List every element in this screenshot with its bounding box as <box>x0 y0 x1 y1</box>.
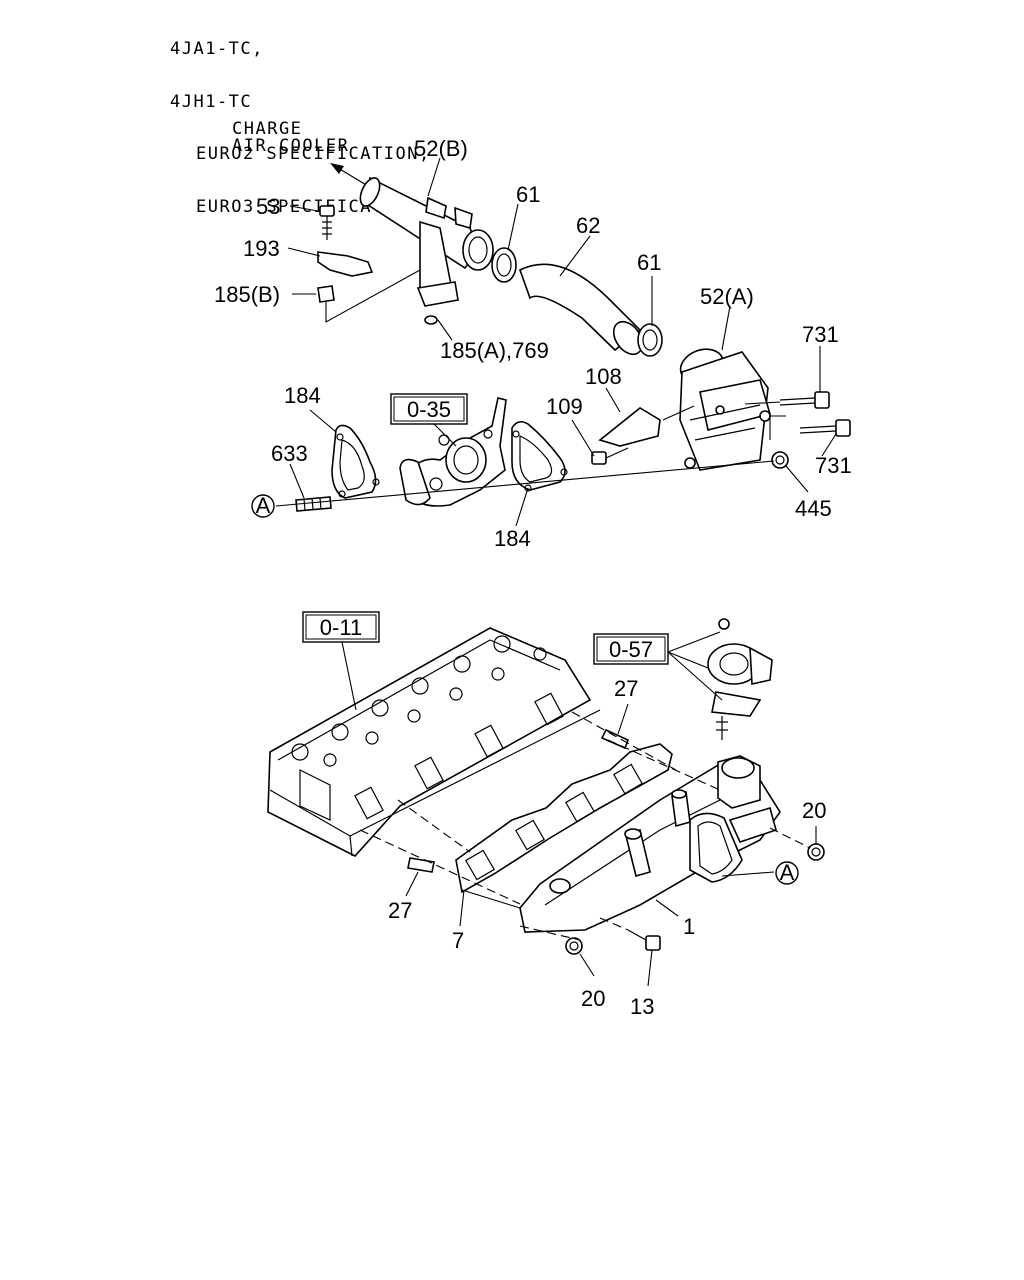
callout-1: 1 <box>683 914 695 939</box>
bolt-109-part <box>591 447 629 465</box>
callout-27-upper: 27 <box>614 676 638 701</box>
callout-20-right: 20 <box>802 798 826 823</box>
charge-note-line-2: AIR COOLER <box>232 136 349 156</box>
callout-445: 445 <box>795 496 832 521</box>
stud-27-lower <box>407 857 435 873</box>
callout-731-lower: 731 <box>815 453 852 478</box>
washer-185a-part <box>424 315 438 325</box>
bolt-731-upper <box>779 391 830 409</box>
marker-a-lower: A <box>775 860 799 885</box>
callout-633: 633 <box>271 441 308 466</box>
callout-52a: 52(A) <box>700 284 754 309</box>
ref-box-0-35[interactable]: 0-35 <box>390 393 468 425</box>
charge-air-arrow <box>330 163 369 187</box>
cylinder-head-part <box>267 627 601 857</box>
stud-633-part <box>295 496 332 512</box>
gasket-184-left <box>331 424 380 499</box>
marker-a-upper: A <box>251 493 275 518</box>
svg-text:A: A <box>256 493 271 518</box>
ref-0-11-label: 0-11 <box>320 615 362 640</box>
callout-184-right: 184 <box>494 526 531 551</box>
intake-pipe-part <box>359 176 494 307</box>
header-line-1: 4JA1-TC, <box>170 39 264 59</box>
bolt-53-part <box>319 205 335 240</box>
manifold-gasket-7 <box>455 743 673 894</box>
bracket-108-part <box>598 407 661 447</box>
nut-445-part <box>771 451 789 469</box>
callout-52b: 52(B) <box>414 136 468 161</box>
callout-13: 13 <box>630 994 654 1019</box>
callout-108: 108 <box>585 364 622 389</box>
callout-7: 7 <box>452 928 464 953</box>
callout-61-right: 61 <box>637 250 661 275</box>
callout-53: 53 <box>256 194 280 219</box>
callout-185b: 185(B) <box>214 282 280 307</box>
bolt-731-lower <box>799 419 851 437</box>
callout-61-left: 61 <box>516 182 540 207</box>
exhaust-manifold-part <box>519 755 781 933</box>
callout-20-left: 20 <box>581 986 605 1011</box>
gasket-184-right <box>511 420 568 492</box>
nut-20-right <box>807 843 825 861</box>
nut-185b-part <box>317 285 335 303</box>
callout-27-lower: 27 <box>388 898 412 923</box>
callout-184-left: 184 <box>284 383 321 408</box>
svg-text:A: A <box>780 860 795 885</box>
ref-0-35-label: 0-35 <box>407 397 451 422</box>
hose-62-part <box>519 263 644 356</box>
nut-20-left <box>565 937 583 955</box>
stud-turbo-part <box>716 716 728 740</box>
ref-box-0-11[interactable]: 0-11 <box>302 611 380 643</box>
callout-185a: 185(A),769 <box>440 338 549 363</box>
header-line-2: 4JH1-TC <box>170 91 253 112</box>
callout-109: 109 <box>546 394 583 419</box>
callout-193: 193 <box>243 236 280 261</box>
ref-box-0-57[interactable]: 0-57 <box>593 633 669 665</box>
turbo-part <box>707 618 773 717</box>
bolt-13-part <box>627 929 661 951</box>
egr-valve-body-part <box>679 348 772 471</box>
clamp-61-left <box>491 247 517 283</box>
stud-27-upper <box>600 728 630 750</box>
callout-62: 62 <box>576 213 600 238</box>
throttle-body-part <box>399 397 507 507</box>
bracket-193-part <box>317 251 374 277</box>
ref-0-57-label: 0-57 <box>609 637 653 662</box>
charge-note-line-1: CHARGE <box>232 119 302 139</box>
clamp-61-right <box>637 323 663 357</box>
header-line-3: EURO2 SPECIFICATION, <box>196 144 431 164</box>
callout-731-upper: 731 <box>802 322 839 347</box>
